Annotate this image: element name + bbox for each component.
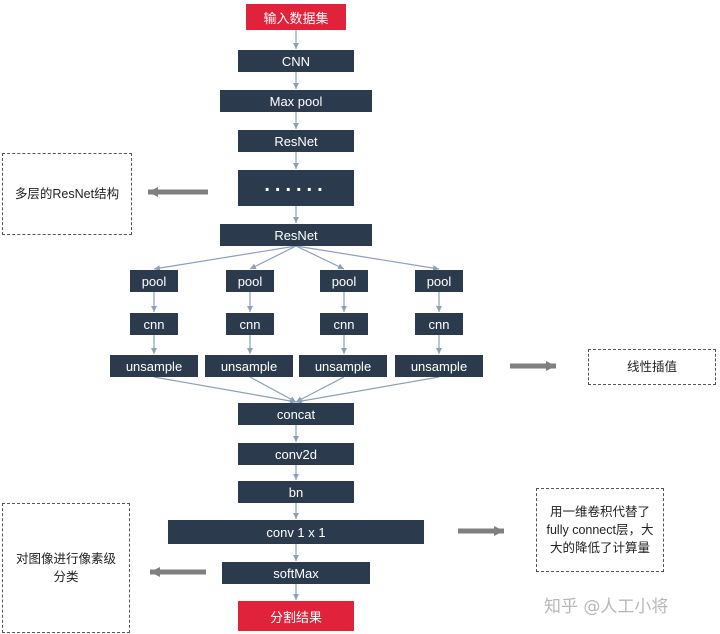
pool-node-4: pool <box>415 270 463 292</box>
conv1x1-node: conv 1 x 1 <box>168 520 424 544</box>
pixel-class-note: 对图像进行像素级分类 <box>2 503 130 633</box>
unsample-node-3: unsample <box>299 355 387 377</box>
arrow-unsample-concat-3 <box>295 376 345 403</box>
arrow-resnet-pool-3 <box>295 245 345 270</box>
output-node: 分割结果 <box>238 601 354 631</box>
conv2d-node: conv2d <box>238 443 354 465</box>
resnet-stack-node: ...... <box>238 170 354 206</box>
resnet-node-1: ResNet <box>238 130 354 152</box>
cnn-node: CNN <box>238 50 354 72</box>
watermark-text: 知乎 @人工小将 <box>544 597 669 617</box>
concat-node: concat <box>238 403 354 425</box>
cnn-small-node-2: cnn <box>226 313 274 335</box>
unsample-node-1: unsample <box>110 355 198 377</box>
arrow-resnet-pool-2 <box>249 245 297 270</box>
arrow-unsample-concat-1 <box>153 376 297 404</box>
bn-node: bn <box>238 481 354 503</box>
pool-node-2: pool <box>226 270 274 292</box>
resnet-layers-note: 多层的ResNet结构 <box>2 153 132 235</box>
input-node: 输入数据集 <box>246 4 346 30</box>
cnn-small-node-1: cnn <box>130 313 178 335</box>
arrow-resnet-pool-1 <box>153 245 297 272</box>
cnn-small-node-3: cnn <box>320 313 368 335</box>
unsample-node-4: unsample <box>395 355 483 377</box>
resnet-node-2: ResNet <box>220 224 372 246</box>
pool-node-1: pool <box>130 270 178 292</box>
arrow-resnet-pool-4 <box>295 245 440 272</box>
pool-node-3: pool <box>320 270 368 292</box>
arrow-unsample-concat-4 <box>295 376 440 404</box>
softmax-node: softMax <box>222 562 370 584</box>
linear-interp-note: 线性插值 <box>588 349 716 385</box>
cnn-small-node-4: cnn <box>415 313 463 335</box>
maxpool-node: Max pool <box>220 90 372 112</box>
fc-replace-note: 用一维卷积代替了fully connect层，大大的降低了计算量 <box>536 488 664 572</box>
arrow-unsample-concat-2 <box>249 376 297 403</box>
unsample-node-2: unsample <box>205 355 293 377</box>
